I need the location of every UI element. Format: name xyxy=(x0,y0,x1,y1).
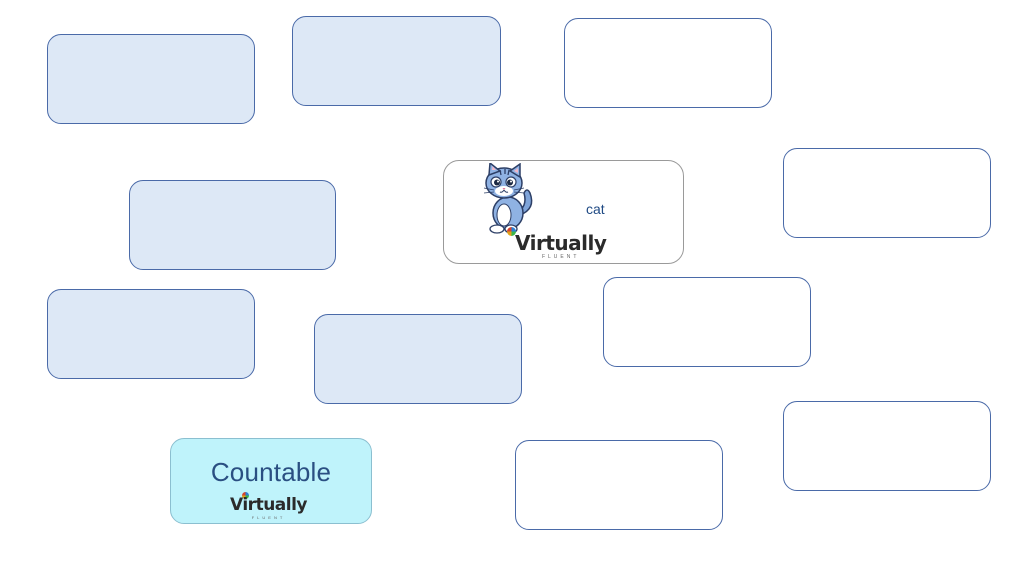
blue-slot-2[interactable] xyxy=(292,16,501,106)
logo-mark-icon xyxy=(242,492,249,499)
empty-slot-2[interactable] xyxy=(783,148,991,238)
logo-wordmark: Virtually xyxy=(230,495,308,515)
logo-wordmark: Virtually xyxy=(515,231,607,255)
card-word-text: cat xyxy=(586,201,605,217)
empty-slot-4[interactable] xyxy=(783,401,991,491)
empty-slot-5[interactable] xyxy=(515,440,723,530)
virtually-fluent-logo: Virtually FLUENT xyxy=(507,227,607,260)
cat-cartoon-icon xyxy=(483,163,533,234)
category-card-countable: Countable Virtually FLUENT xyxy=(170,438,372,524)
word-card-cat[interactable]: cat Virtually FLUENT xyxy=(443,160,684,264)
logo-tagline: FLUENT xyxy=(541,254,580,260)
virtually-fluent-logo: Virtually FLUENT xyxy=(230,492,308,521)
blue-slot-4[interactable] xyxy=(47,289,255,379)
blue-slot-3[interactable] xyxy=(129,180,336,270)
category-title: Countable xyxy=(210,457,332,487)
logo-mark-icon xyxy=(507,227,516,236)
blue-slot-5[interactable] xyxy=(314,314,522,404)
empty-slot-3[interactable] xyxy=(603,277,811,367)
empty-slot-1[interactable] xyxy=(564,18,772,108)
blue-slot-1[interactable] xyxy=(47,34,255,124)
logo-tagline: FLUENT xyxy=(251,515,286,520)
